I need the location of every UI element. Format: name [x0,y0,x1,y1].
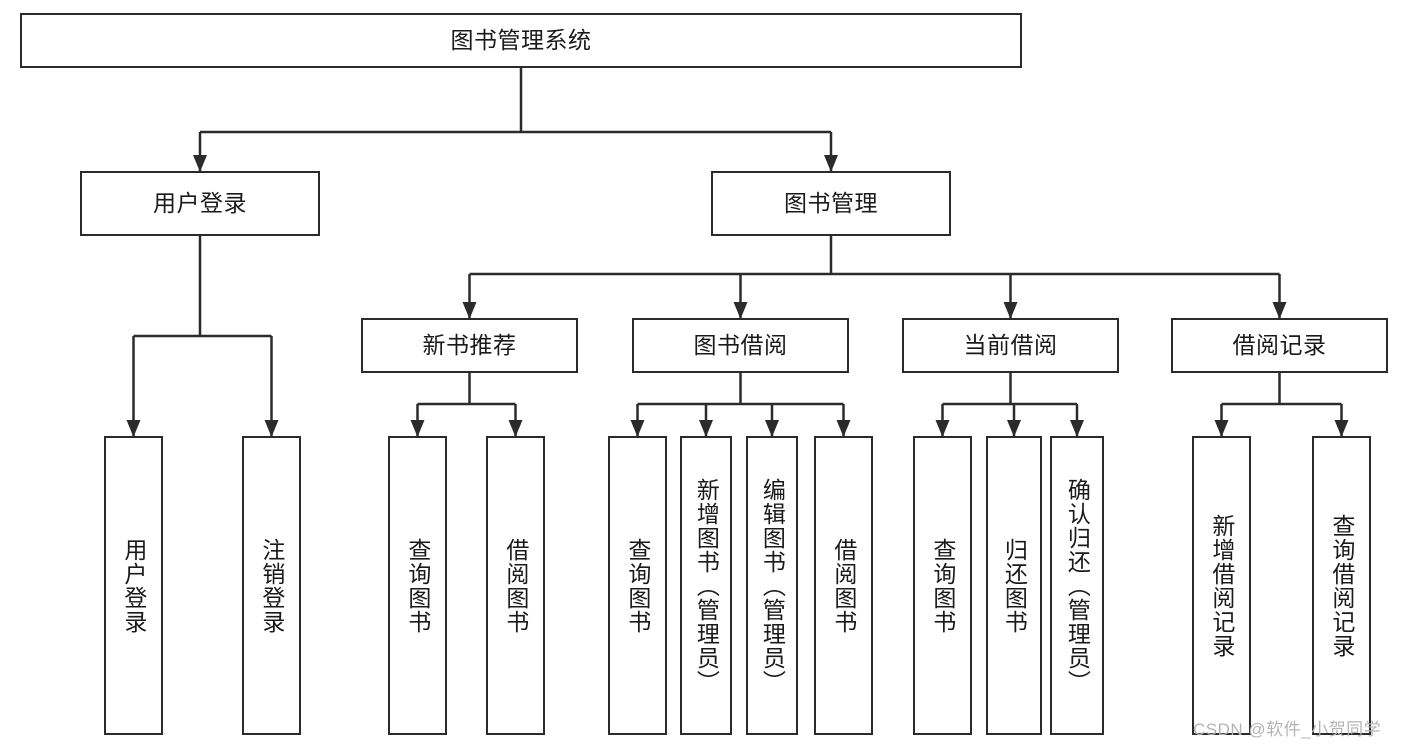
node-label-leaf-borrow-book-2: 借阅图书 [830,537,857,634]
arrow-head [264,420,279,437]
node-leaf-add-record: 新增借阅记录 [1192,436,1251,735]
arrow-head [1334,420,1349,437]
node-root: 图书管理系统 [20,13,1022,68]
node-label-book-manage: 图书管理 [784,190,878,216]
node-leaf-add-book: 新增图书（管理员） [680,436,732,735]
node-user-login: 用户登录 [80,171,320,236]
arrow-head [1003,302,1018,319]
arrow-head [733,302,748,319]
node-leaf-query-book-1: 查询图书 [388,436,447,735]
arrow-head [1214,420,1229,437]
node-label-book-borrow: 图书借阅 [693,332,788,358]
arrow-head [1272,302,1287,319]
node-label-leaf-borrow-book-1: 借阅图书 [502,537,529,634]
node-label-leaf-user-login: 用户登录 [120,537,147,634]
node-leaf-user-logout: 注销登录 [242,436,301,735]
node-leaf-user-login: 用户登录 [104,436,163,735]
node-label-leaf-confirm-return: 确认归还（管理员） [1064,477,1091,694]
node-borrow-record: 借阅记录 [1171,318,1388,373]
arrow-head [193,155,207,172]
arrow-head [836,420,851,437]
node-label-leaf-add-book: 新增图书（管理员） [693,477,720,694]
arrow-head [1007,420,1021,437]
node-label-leaf-return-book: 归还图书 [1001,537,1028,634]
node-label-leaf-user-logout: 注销登录 [258,537,285,634]
node-label-borrow-record: 借阅记录 [1232,332,1327,358]
arrow-head [935,420,950,437]
node-label-leaf-edit-book: 编辑图书（管理员） [759,477,786,694]
node-label-leaf-query-book-3: 查询图书 [929,537,956,634]
arrow-head [630,420,645,437]
node-leaf-confirm-return: 确认归还（管理员） [1050,436,1104,735]
node-leaf-borrow-book-1: 借阅图书 [486,436,545,735]
node-label-new-book-rec: 新书推荐 [422,332,517,358]
node-label-leaf-query-book-1: 查询图书 [404,537,431,634]
arrow-head [126,420,141,437]
node-book-borrow: 图书借阅 [632,318,849,373]
node-leaf-return-book: 归还图书 [986,436,1042,735]
arrow-head [462,302,477,319]
arrow-head [1070,420,1084,437]
arrow-head [765,420,779,437]
csdn-watermark: CSDN @软件_小贺同学 [1193,720,1382,739]
arrow-head [410,420,425,437]
node-label-leaf-add-record: 新增借阅记录 [1208,513,1235,658]
node-current-borrow: 当前借阅 [902,318,1119,373]
node-leaf-edit-book: 编辑图书（管理员） [746,436,798,735]
node-new-book-rec: 新书推荐 [361,318,578,373]
node-label-root: 图书管理系统 [450,27,592,53]
node-label-user-login: 用户登录 [153,190,247,216]
node-leaf-query-book-3: 查询图书 [913,436,972,735]
node-leaf-query-book-2: 查询图书 [608,436,667,735]
node-leaf-borrow-book-2: 借阅图书 [814,436,873,735]
arrow-head [824,155,838,172]
node-label-leaf-query-book-2: 查询图书 [624,537,651,634]
node-label-leaf-query-record: 查询借阅记录 [1328,513,1355,658]
arrow-head [508,420,523,437]
arrow-head [699,420,713,437]
node-book-manage: 图书管理 [711,171,951,236]
node-leaf-query-record: 查询借阅记录 [1312,436,1371,735]
node-label-current-borrow: 当前借阅 [963,332,1058,358]
